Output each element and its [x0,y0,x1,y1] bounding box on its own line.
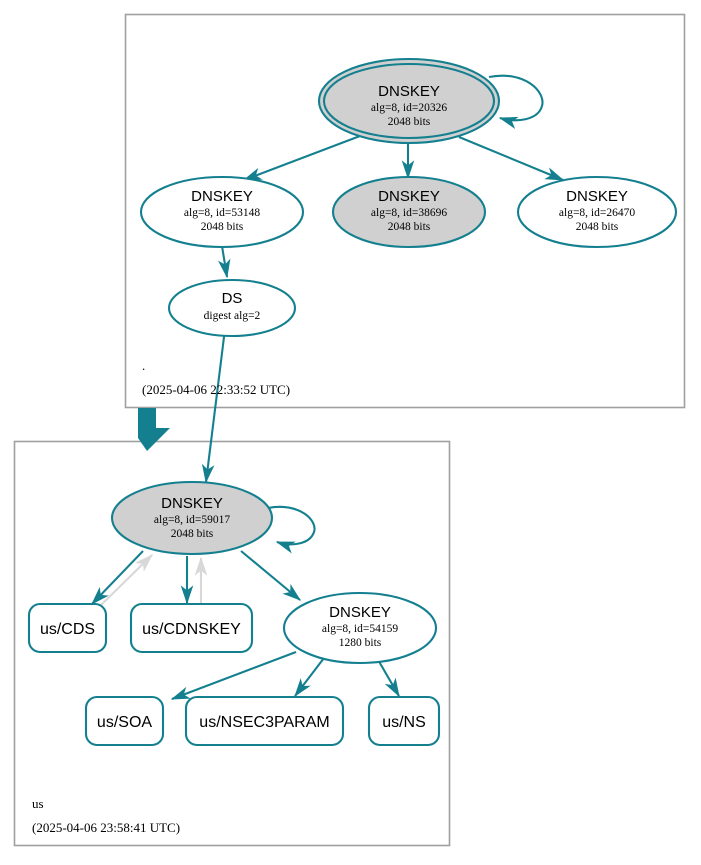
node-subtitle-alg-id: alg=8, id=38696 [371,207,447,219]
edge-cds-to-us-ksk [99,554,153,607]
node-subtitle-bits: 1280 bits [339,637,382,649]
node-subtitle-alg-id: alg=8, id=26470 [559,207,635,219]
rrset-box [129,602,254,654]
node-subtitle-bits: 2048 bits [388,221,431,233]
rrset-box [367,695,441,747]
node-ellipse [331,175,487,249]
node-subtitle-digest: digest alg=2 [204,310,261,322]
node-subtitle-bits: 2048 bits [576,221,619,233]
edge-us-zsk-to-ns [376,657,400,698]
node-subtitle-alg-id: alg=8, id=54159 [322,623,398,635]
node-dnskey-20326[interactable]: DNSKEY alg=8, id=20326 2048 bits [317,57,501,145]
node-subtitle-bits: 2048 bits [171,528,214,540]
node-dnskey-26470[interactable]: DNSKEY alg=8, id=26470 2048 bits [516,175,678,249]
node-dnskey-53148[interactable]: DNSKEY alg=8, id=53148 2048 bits [139,175,305,249]
zone-caption-root: . (2025-04-06 22:33:52 UTC) [142,358,290,397]
node-ellipse [282,591,438,665]
edge-us-zsk-to-soa [170,651,297,700]
zone-caption-us: us (2025-04-06 23:58:41 UTC) [32,796,180,835]
edge-self-sign-ksk-20326 [488,74,544,130]
rrset-us-nsec3param[interactable]: us/NSEC3PARAM [184,695,345,747]
edge-zsk53148-to-ds [217,245,231,279]
rrset-us-soa[interactable]: us/SOA [84,695,165,747]
rrset-us-ns[interactable]: us/NS [367,695,441,747]
node-subtitle-alg-id: alg=8, id=20326 [371,102,447,114]
rrset-label: us/CDS [40,621,95,638]
node-title: DS [222,290,243,307]
node-title: DNSKEY [329,604,391,621]
rrset-label: us/NSEC3PARAM [199,714,329,731]
node-ellipse [167,278,297,338]
node-subtitle-alg-id: alg=8, id=53148 [184,207,260,219]
edge-us-ksk-to-us-zsk54159 [240,550,301,601]
rrset-label: us/NS [382,714,426,731]
node-subtitle-bits: 2048 bits [201,221,244,233]
node-ds[interactable]: DS digest alg=2 [167,278,297,338]
node-inner-ellipse [322,62,496,140]
node-ellipse [110,480,274,556]
rrset-label: us/SOA [97,714,152,731]
node-title: DNSKEY [161,495,223,512]
node-dnskey-54159[interactable]: DNSKEY alg=8, id=54159 1280 bits [282,591,438,665]
rrset-box [184,695,345,747]
node-title: DNSKEY [378,83,440,100]
rrset-box [84,695,165,747]
edge-us-ksk-to-cds [91,550,144,605]
zone-timestamp: (2025-04-06 22:33:52 UTC) [142,382,290,397]
rrset-label: us/CDNSKEY [142,621,241,638]
node-subtitle-bits: 2048 bits [388,116,431,128]
rrset-us-cds[interactable]: us/CDS [27,602,108,654]
edge-ksk20326-to-zsk26470 [458,136,565,181]
edge-ksk20326-to-zsk53148 [242,135,361,181]
rrset-us-cdnskey[interactable]: us/CDNSKEY [129,602,254,654]
rrset-box [27,602,108,654]
node-title: DNSKEY [191,188,253,205]
node-subtitle-alg-id: alg=8, id=59017 [154,514,230,526]
node-ellipse [516,175,678,249]
node-dnskey-38696[interactable]: DNSKEY alg=8, id=38696 2048 bits [331,175,487,249]
delegation-arrow-root-to-us [138,408,170,451]
zone-name: . [142,358,145,373]
node-title: DNSKEY [566,188,628,205]
edge-self-sign-us-ksk-59017 [267,505,316,554]
zone-name: us [32,796,44,811]
node-ellipse [139,175,305,249]
edge-ds-to-us-ksk59017 [201,328,227,484]
node-dnskey-59017[interactable]: DNSKEY alg=8, id=59017 2048 bits [110,480,274,556]
node-title: DNSKEY [378,188,440,205]
edge-us-zsk-to-nsec3param [294,657,325,698]
zone-timestamp: (2025-04-06 23:58:41 UTC) [32,820,180,835]
